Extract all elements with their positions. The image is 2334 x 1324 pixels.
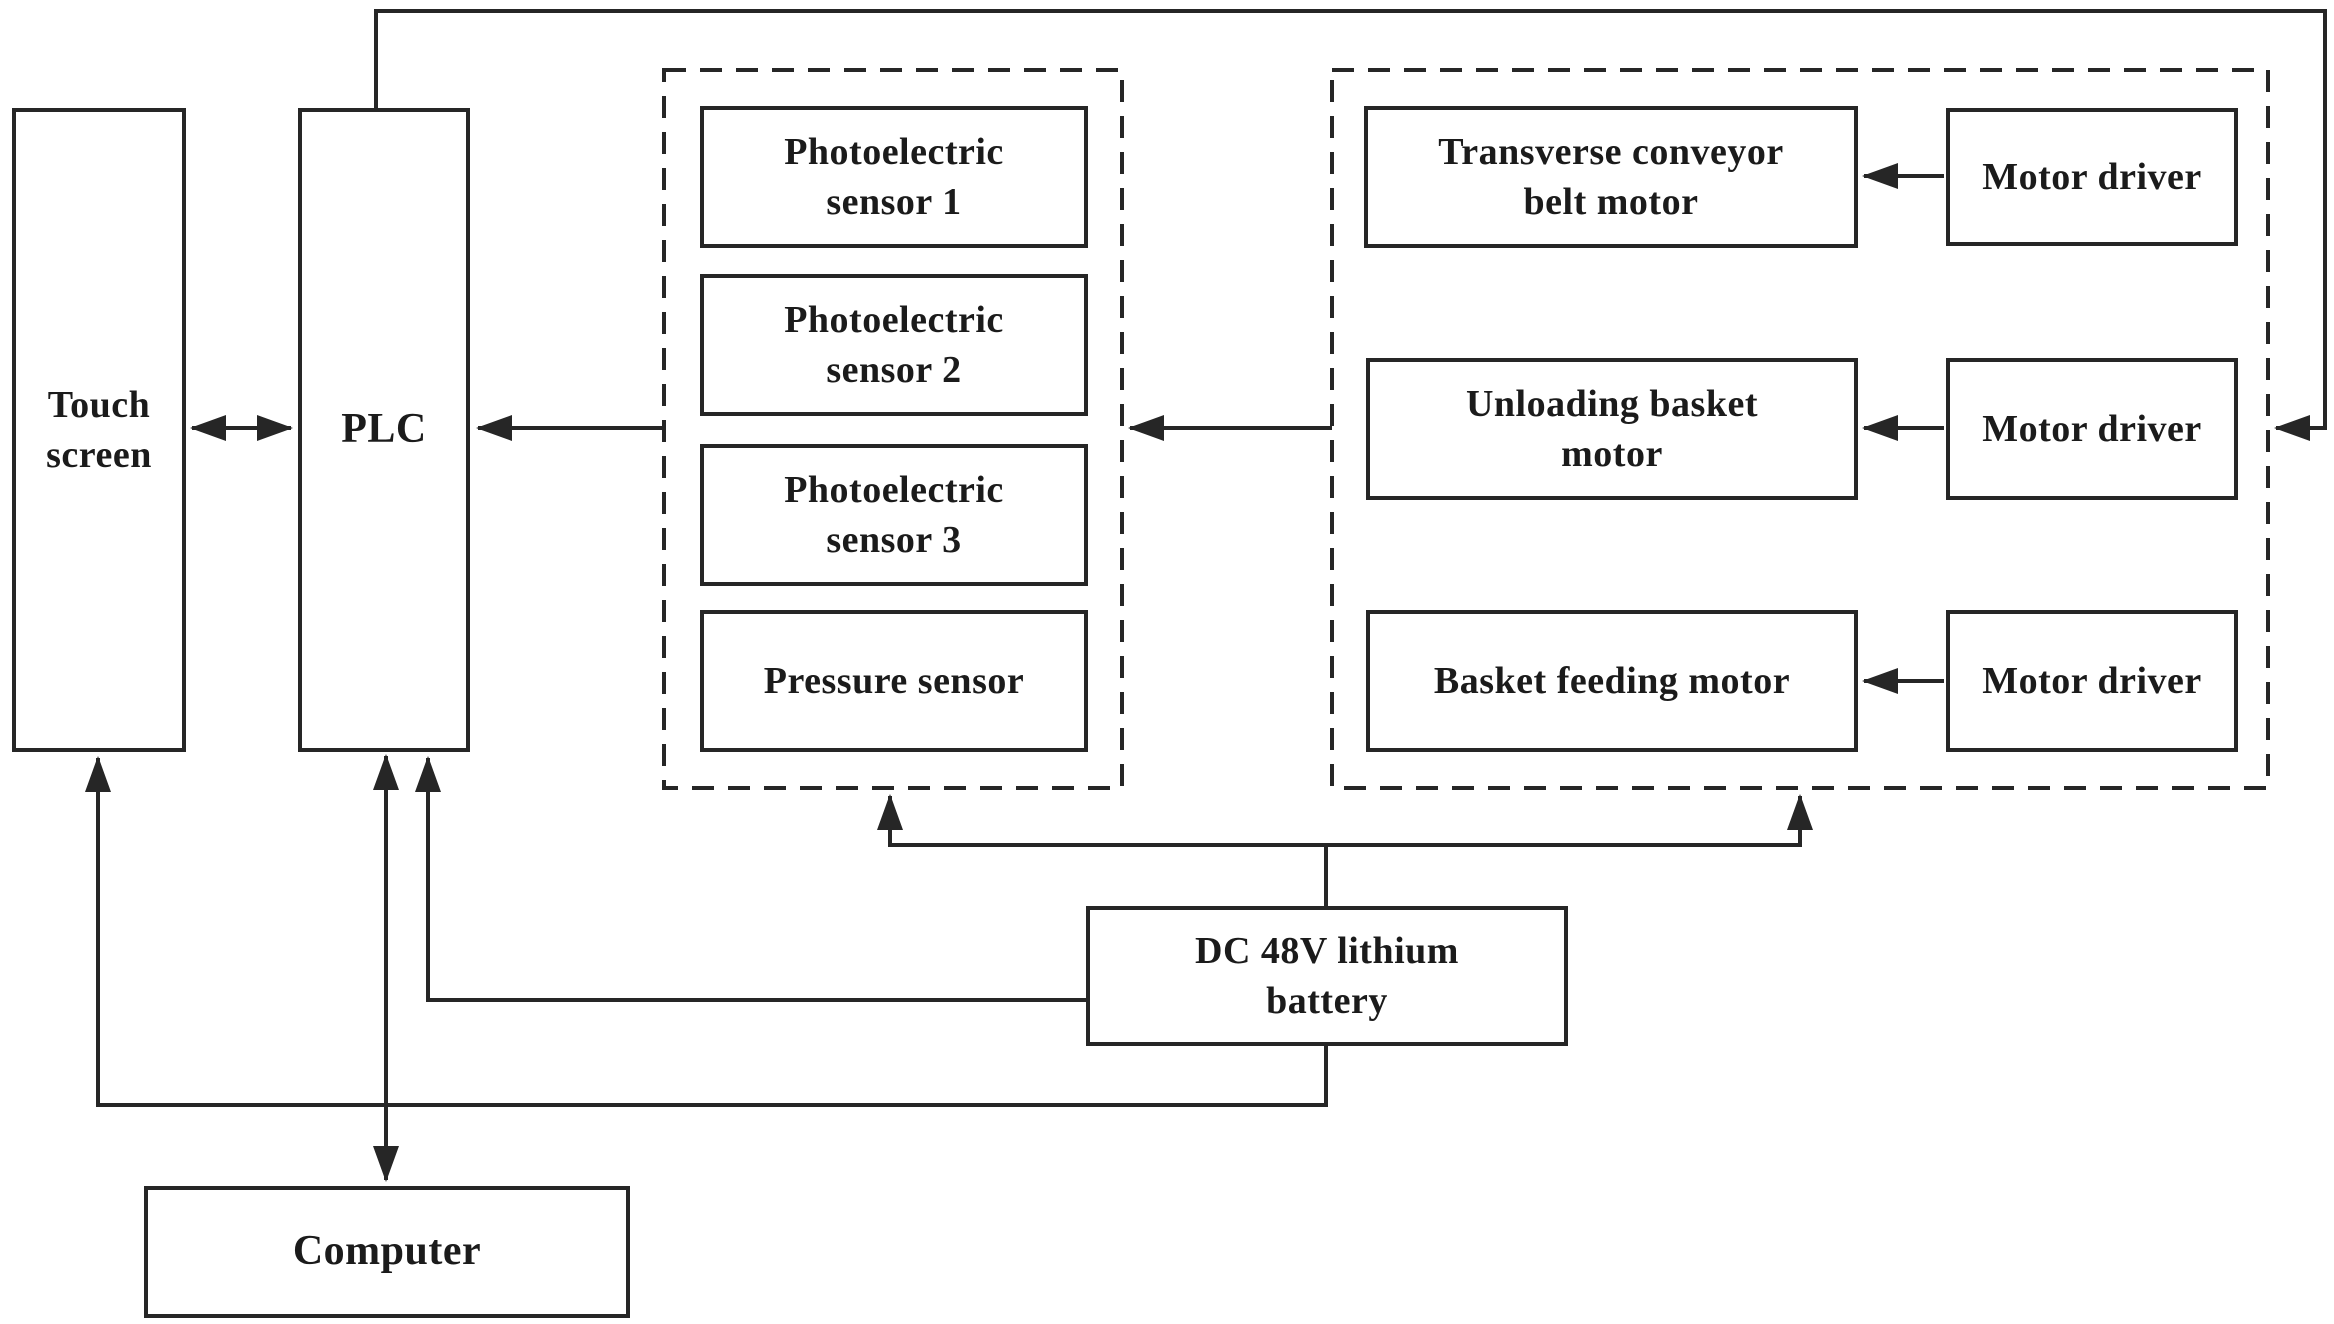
motor-driver-2-node: Motor driver	[1946, 358, 2238, 500]
motor-driver-2-label: Motor driver	[1982, 407, 2202, 450]
touch-screen-node: Touch screen	[12, 108, 186, 752]
dc-battery-label: DC 48V lithium battery	[1195, 929, 1459, 1022]
photoelectric-sensor-3-node: Photoelectric sensor 3	[700, 444, 1088, 586]
motor-driver-3-node: Motor driver	[1946, 610, 2238, 752]
basket-feeding-motor-node: Basket feeding motor	[1366, 610, 1858, 752]
photoelectric-sensor-2-label: Photoelectric sensor 2	[784, 298, 1004, 391]
plc-label: PLC	[341, 406, 427, 453]
motor-group-outline	[1330, 68, 2270, 790]
touch-screen-label: Touch screen	[46, 383, 152, 476]
plc-node: PLC	[298, 108, 470, 752]
plc-motors-feedback-link	[374, 9, 2327, 441]
motor-driver-1-label: Motor driver	[1982, 155, 2202, 198]
photoelectric-sensor-2-node: Photoelectric sensor 2	[700, 274, 1088, 416]
battery-plc-link	[415, 756, 1086, 1002]
transverse-conveyor-belt-motor-label: Transverse conveyor belt motor	[1438, 130, 1784, 223]
photoelectric-sensor-3-label: Photoelectric sensor 3	[784, 468, 1004, 561]
computer-node: Computer	[144, 1186, 630, 1318]
motor-driver-1-node: Motor driver	[1946, 108, 2238, 246]
computer-label: Computer	[292, 1228, 482, 1275]
pressure-sensor-label: Pressure sensor	[763, 659, 1025, 702]
basket-feeding-motor-label: Basket feeding motor	[1433, 659, 1791, 702]
transverse-conveyor-belt-motor-node: Transverse conveyor belt motor	[1364, 106, 1858, 248]
battery-touchscreen-link	[85, 756, 1328, 1107]
dc-battery-node: DC 48V lithium battery	[1086, 906, 1568, 1046]
pressure-sensor-node: Pressure sensor	[700, 610, 1088, 752]
photoelectric-sensor-1-label: Photoelectric sensor 1	[784, 130, 1004, 223]
motor-driver-3-label: Motor driver	[1982, 659, 2202, 702]
unloading-basket-motor-node: Unloading basket motor	[1366, 358, 1858, 500]
unloading-basket-motor-label: Unloading basket motor	[1465, 382, 1759, 475]
photoelectric-sensor-1-node: Photoelectric sensor 1	[700, 106, 1088, 248]
